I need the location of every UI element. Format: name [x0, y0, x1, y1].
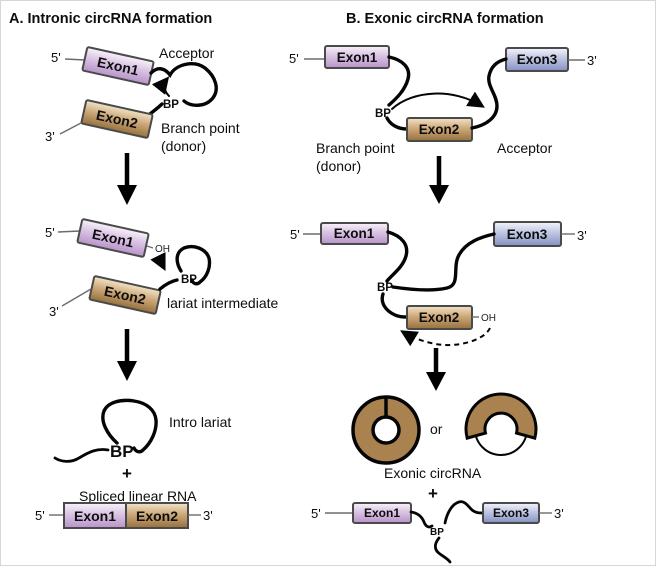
- three-prime-label: 3': [554, 506, 564, 521]
- intron-lariat-loop: [101, 398, 158, 454]
- bp-label: BP: [110, 442, 134, 461]
- exon1-label: Exon1: [364, 506, 400, 520]
- oh-label: OH: [481, 313, 496, 324]
- exon2-box: Exon2: [80, 99, 154, 139]
- five-prime-label: 5': [289, 51, 299, 66]
- exon3-label: Exon3: [493, 506, 529, 520]
- exon2-to-bp-curve: [148, 102, 164, 116]
- panel-a-stage2: 5' Exon1 OH Exon2 3' BP lariat intermedi…: [45, 218, 278, 319]
- bp-to-exon3-wave: [443, 500, 485, 525]
- step-arrow-a2: [117, 329, 137, 381]
- exon1-box: Exon1: [76, 218, 150, 258]
- lariat-intermediate-label: lariat intermediate: [167, 295, 278, 311]
- three-prime-label: 3': [45, 129, 55, 144]
- exon1-to-bp-curve: [385, 230, 409, 283]
- branch-point-label: Branch point: [161, 120, 240, 136]
- exon2-rect: [80, 99, 154, 139]
- exon1-rect: [76, 218, 150, 258]
- spliced-exon2-rect: [125, 502, 189, 529]
- intron-lariat-tail: [53, 448, 110, 463]
- bp-label: BP: [430, 527, 444, 538]
- exon-arch: [464, 392, 538, 440]
- bp-tail-wave: [433, 536, 452, 564]
- exon2-rect: [88, 275, 162, 315]
- plus-sign: +: [428, 484, 438, 503]
- exon1-box: Exon1: [81, 46, 155, 86]
- oh-lead-line: [146, 245, 154, 249]
- step-arrow-b1: [429, 156, 449, 204]
- attack-dashed-arrow: [150, 252, 166, 272]
- panel-b-title: B. Exonic circRNA formation: [346, 11, 544, 27]
- bp-label: BP: [377, 282, 393, 294]
- five-prime-label: 5': [290, 227, 300, 242]
- five-prime-label: 5': [311, 506, 321, 521]
- donor-label: (donor): [161, 138, 206, 154]
- exon3-label: Exon3: [507, 227, 548, 242]
- exon1-to-bp-wave: [409, 510, 434, 529]
- lariat-loop: [175, 244, 212, 286]
- exon2-to-bp-curve: [158, 278, 179, 291]
- donor-label: (donor): [316, 158, 361, 174]
- acceptor-label: Acceptor: [497, 140, 553, 156]
- panel-a-stage1: 5' Exon1 Acceptor BP Exon2 3' Branch poi…: [45, 45, 240, 154]
- intron-loop-curve: [149, 62, 218, 107]
- five-prime-label: 5': [35, 508, 45, 523]
- step-arrow-b2: [426, 348, 446, 391]
- panel-b-stage1: 5' Exon1 Exon3 3' BP Exon2 Branch point …: [289, 45, 597, 174]
- backsplice-arrow: [391, 91, 485, 110]
- exon1-label: Exon1: [74, 508, 116, 524]
- exon1-label: Exon1: [337, 50, 378, 65]
- five-prime-label: 5': [51, 50, 61, 65]
- bp-to-exon2-curve: [385, 116, 409, 131]
- circrna-ring-inner: [371, 415, 401, 445]
- exon2-label: Exon2: [136, 508, 178, 524]
- attack-dashed-arrow: [400, 327, 491, 347]
- branch-point-label: Branch point: [316, 140, 395, 156]
- plus-sign: +: [122, 464, 132, 483]
- three-prime-label: 3': [49, 304, 59, 319]
- lead-line: [57, 230, 81, 233]
- exon1-label: Exon1: [334, 226, 375, 241]
- attack-arrow: [151, 76, 170, 97]
- acceptor-label: Acceptor: [159, 45, 215, 61]
- three-prime-label: 3': [203, 508, 213, 523]
- or-label: or: [430, 421, 443, 437]
- arrow-head: [117, 185, 137, 205]
- oh-label: OH: [155, 244, 170, 255]
- panel-a-title: A. Intronic circRNA formation: [9, 11, 212, 27]
- exonic-circrna-label: Exonic circRNA: [384, 465, 482, 481]
- three-prime-label: 3': [577, 228, 587, 243]
- lead-line: [59, 122, 82, 135]
- exon2-label: Exon2: [419, 310, 460, 325]
- arrow-head: [426, 372, 446, 391]
- five-prime-label: 5': [45, 225, 55, 240]
- bp-label: BP: [163, 99, 179, 111]
- exon2-to-exon3-curve: [470, 57, 508, 130]
- exon1-to-bp-curve: [387, 55, 411, 107]
- bp-to-exon2-curve: [380, 292, 409, 319]
- lead-line: [61, 288, 92, 307]
- spliced-linear-rna-label: Spliced linear RNA: [79, 488, 197, 504]
- exon2-box: Exon2: [88, 275, 162, 315]
- arrow-head: [117, 361, 137, 381]
- panel-a-stage3: BP Intro lariat + Spliced linear RNA 5' …: [35, 398, 231, 529]
- exon2-label: Exon2: [419, 122, 460, 137]
- exon3-label: Exon3: [517, 52, 558, 67]
- intro-lariat-label: Intro lariat: [169, 414, 231, 430]
- spliced-exon1-rect: [63, 502, 127, 529]
- panel-b-stage2: 5' Exon1 Exon3 3' BP Exon2 OH: [290, 221, 587, 347]
- arrow-head: [429, 185, 449, 204]
- step-arrow-a1: [117, 153, 137, 205]
- three-prime-label: 3': [587, 53, 597, 68]
- lead-line: [64, 58, 86, 61]
- panel-b-stage3: or Exonic circRNA + 5' Exon1 BP Exon3 3': [311, 392, 564, 564]
- bp-to-exon3-curve: [391, 232, 496, 292]
